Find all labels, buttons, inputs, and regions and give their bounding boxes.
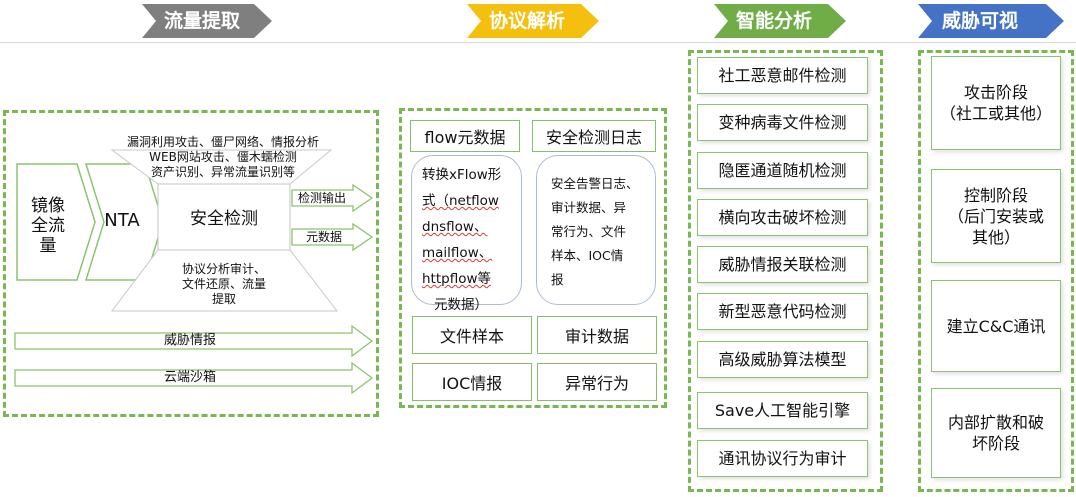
visual-stage-item: 建立C&C通讯 [931, 280, 1061, 372]
chevron-shape [918, 4, 1064, 38]
analysis-item: 新型恶意代码检测 [697, 293, 868, 330]
nta-label: NTA [104, 210, 140, 231]
analysis-item: 隐匿通道随机检测 [697, 152, 868, 189]
output-meta-label: 元数据 [306, 230, 343, 244]
stage-label: 流量提取 [164, 10, 241, 32]
flow-line: dnsflow、 [422, 219, 488, 235]
audit-data-box: 审计数据 [537, 316, 657, 354]
flow-extraction-graphics [14, 149, 374, 395]
output-meta-arrow [291, 222, 374, 252]
flow-metadata-title: flow元数据 [410, 120, 520, 152]
flow-line: httpflow等 [422, 271, 492, 287]
cloud-sandbox-arrow [14, 361, 374, 395]
flow-line: 转换xFlow形 [422, 167, 502, 183]
bottom-audit-annotation: 协议分析审计、 文件还原、流量 提取 [181, 262, 266, 306]
security-detect-box [157, 183, 291, 251]
security-log-title: 安全检测日志 [532, 120, 656, 152]
stage-label: 威胁可视 [942, 10, 1019, 32]
flow-metadata-card: 转换xFlow形 式（netflow dnsflow、 mailflow、 ht… [411, 155, 522, 313]
mirror-traffic-label: 镜像 全流 量 [31, 196, 65, 256]
flow-extraction-panel [3, 110, 379, 417]
chevron-shape [467, 4, 599, 38]
stage-label: 智能分析 [736, 10, 813, 32]
cloud-sandbox-label: 云端沙箱 [163, 370, 216, 385]
analysis-item: 通讯协议行为审计 [697, 440, 868, 477]
file-sample-box: 文件样本 [412, 316, 532, 354]
flow-line: 元数据） [434, 297, 488, 313]
stage-intelligent-analysis: 智能分析 [714, 4, 846, 38]
top-detection-annotation: 漏洞利用攻击、僵尸网络、情报分析 WEB网站攻击、僵木蠕检测 资产识别、异常流量… [126, 135, 319, 179]
stage-label: 协议解析 [489, 10, 566, 32]
analysis-item: 横向攻击破坏检测 [697, 199, 868, 236]
chevron-shape [714, 4, 846, 38]
threat-intel-label: 威胁情报 [163, 333, 216, 348]
threat-intel-arrow [14, 324, 374, 358]
stage-flow-extraction: 流量提取 [142, 4, 272, 38]
header-divider [0, 42, 1076, 43]
ioc-intel-box: IOC情报 [412, 363, 532, 401]
stage-protocol-parsing: 协议解析 [467, 4, 599, 38]
mirror-traffic-arrow [16, 163, 96, 281]
security-log-card: 安全告警日志、 审计数据、异 常行为、文件 样本、IOC情 报 [536, 155, 656, 305]
flow-line: mailflow、 [422, 245, 493, 261]
visual-stage-item: 内部扩散和破 坏阶段 [931, 388, 1061, 478]
visual-stage-item: 攻击阶段 （社工或其他） [931, 56, 1061, 150]
flow-line: 式（netflow [422, 193, 499, 209]
security-detect-label: 安全检测 [190, 209, 258, 229]
output-detect-label: 检测输出 [298, 191, 347, 205]
protocol-parsing-panel [399, 108, 667, 408]
visual-stage-item: 控制阶段 （后门安装或 其他） [931, 169, 1061, 263]
stage-threat-visualization: 威胁可视 [918, 4, 1064, 38]
threat-visualization-panel [918, 50, 1074, 492]
intelligent-analysis-panel [688, 50, 883, 492]
analysis-item: 高级威胁算法模型 [697, 341, 868, 378]
abnormal-behavior-box: 异常行为 [537, 363, 657, 401]
output-detect-arrow [291, 183, 374, 213]
analysis-item: 社工恶意邮件检测 [697, 57, 868, 94]
chevron-shape [142, 4, 272, 38]
analysis-item: Save人工智能引擎 [697, 392, 868, 429]
analysis-item: 变种病毒文件检测 [697, 104, 868, 141]
analysis-item: 威胁情报关联检测 [697, 246, 868, 283]
